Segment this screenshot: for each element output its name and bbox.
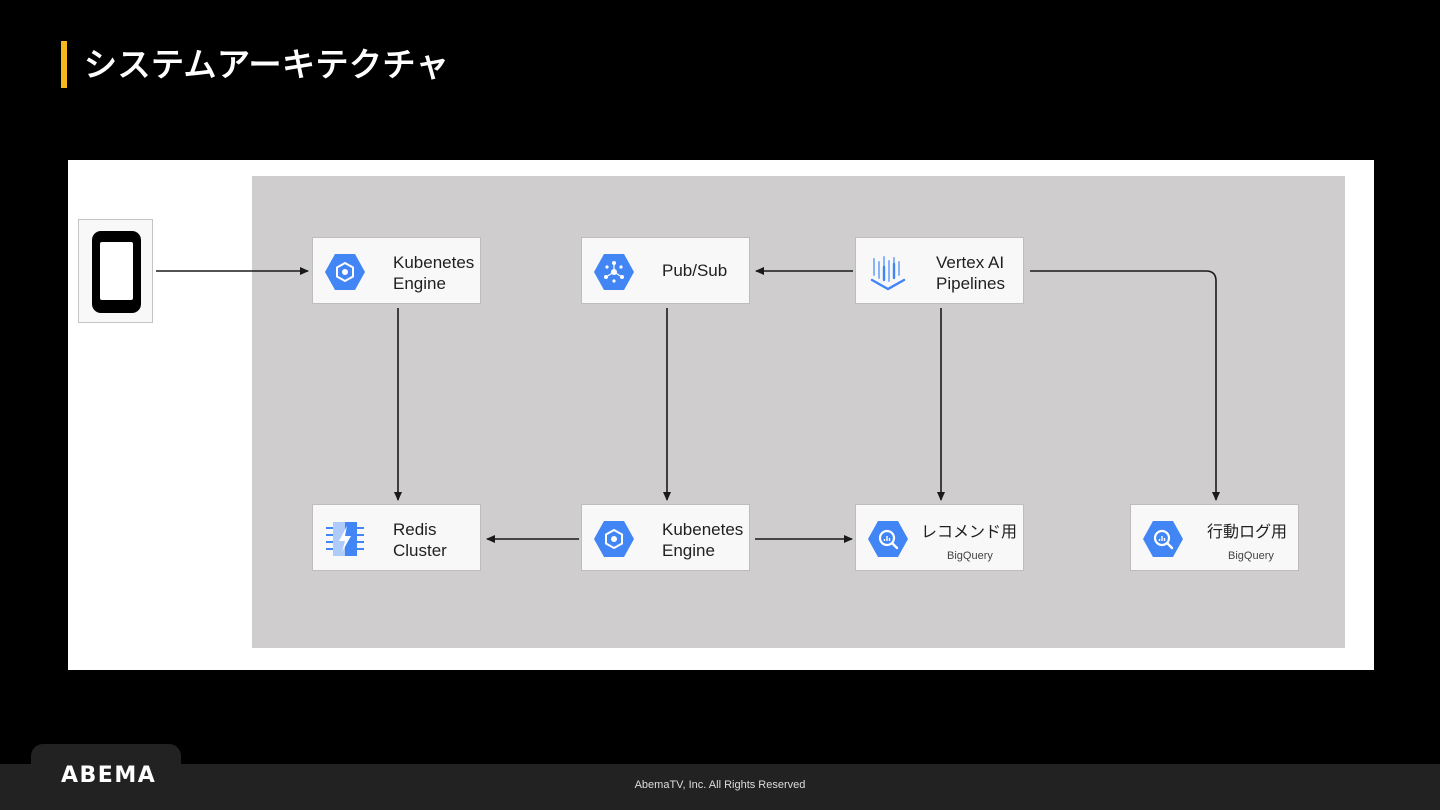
node-bigquery-reco: レコメンド用 BigQuery [855,504,1024,571]
title-accent-bar [61,41,67,88]
node-vertex-ai: Vertex AI Pipelines [855,237,1024,304]
copyright-text: AbemaTV, Inc. All Rights Reserved [634,779,806,791]
connection-arrows [156,267,1220,543]
vertex-ai-icon [870,256,906,291]
node-label: Kubenetes Engine [662,520,744,560]
node-label: Redis Cluster [393,520,447,560]
bigquery-icon [868,521,908,557]
logo-tab [31,744,181,810]
memorystore-icon [326,522,364,556]
node-sublabel: BigQuery [1228,550,1274,562]
abema-logo: ABEMA [61,763,157,788]
node-sublabel: BigQuery [947,550,993,562]
node-bigquery-log: 行動ログ用 BigQuery [1130,504,1299,571]
pubsub-icon [594,254,634,290]
node-label: レコメンド用 [921,522,1018,541]
node-gke-top: Kubenetes Engine [312,237,481,304]
mobile-client [78,219,153,323]
node-pubsub: Pub/Sub [581,237,750,304]
node-label: Kubenetes Engine [393,253,475,293]
node-label: 行動ログ用 [1207,522,1288,541]
footer-bar [0,764,1440,810]
kubernetes-engine-icon [325,254,365,290]
node-label: Pub/Sub [662,261,728,280]
node-label: Vertex AI Pipelines [936,253,1005,293]
node-redis: Redis Cluster [312,504,481,571]
page-title: システムアーキテクチャ [84,45,450,84]
smartphone-icon [92,231,141,313]
bigquery-icon [1143,521,1183,557]
diagram-canvas: Kubenetes Engine Pub/Sub [68,160,1374,670]
kubernetes-engine-icon [594,521,634,557]
node-gke-bottom: Kubenetes Engine [581,504,750,571]
arrow-vertex-to-bq-log [1030,270,1220,501]
